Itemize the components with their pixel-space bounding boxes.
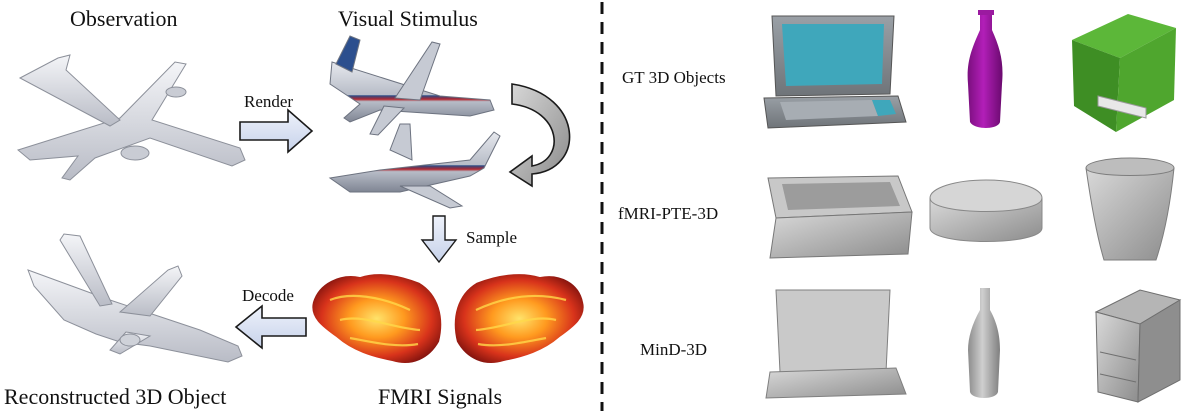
observation-airplane-image — [16, 54, 246, 181]
stimulus-airplane-image-top — [329, 35, 495, 136]
render-arrow — [239, 108, 314, 154]
pte-cup-image — [1085, 157, 1175, 261]
fmri-flatmap-right — [452, 272, 586, 365]
decode-arrow — [234, 304, 307, 350]
sample-label: Sample — [466, 228, 517, 247]
curved-arrow — [508, 83, 571, 188]
pte-cylinder-image — [929, 179, 1043, 242]
sample-arrow — [420, 215, 458, 264]
reconstructed-airplane-image — [27, 233, 243, 363]
fmri-flatmap-left — [310, 272, 444, 365]
mind-laptop-image — [765, 289, 907, 399]
visual-stimulus-label: Visual Stimulus — [338, 6, 478, 31]
gt-cube-image — [1072, 14, 1176, 132]
mind-cabinet-image — [1094, 289, 1182, 403]
reconstructed-label: Reconstructed 3D Object — [4, 384, 227, 409]
gt-bottle-image — [967, 10, 1003, 128]
mind-bottle-image — [968, 288, 1000, 398]
row-label-pte: fMRI-PTE-3D — [618, 204, 719, 223]
fmri-signals-label: FMRI Signals — [378, 384, 503, 409]
render-label: Render — [244, 92, 294, 111]
decode-label: Decode — [242, 286, 294, 305]
gt-laptop-image — [763, 15, 907, 129]
row-label-mind: MinD-3D — [640, 340, 708, 359]
stimulus-airplane-image-bottom — [328, 123, 501, 209]
row-label-gt: GT 3D Objects — [622, 68, 726, 87]
observation-label: Observation — [70, 6, 178, 31]
pte-box-image — [767, 175, 913, 259]
